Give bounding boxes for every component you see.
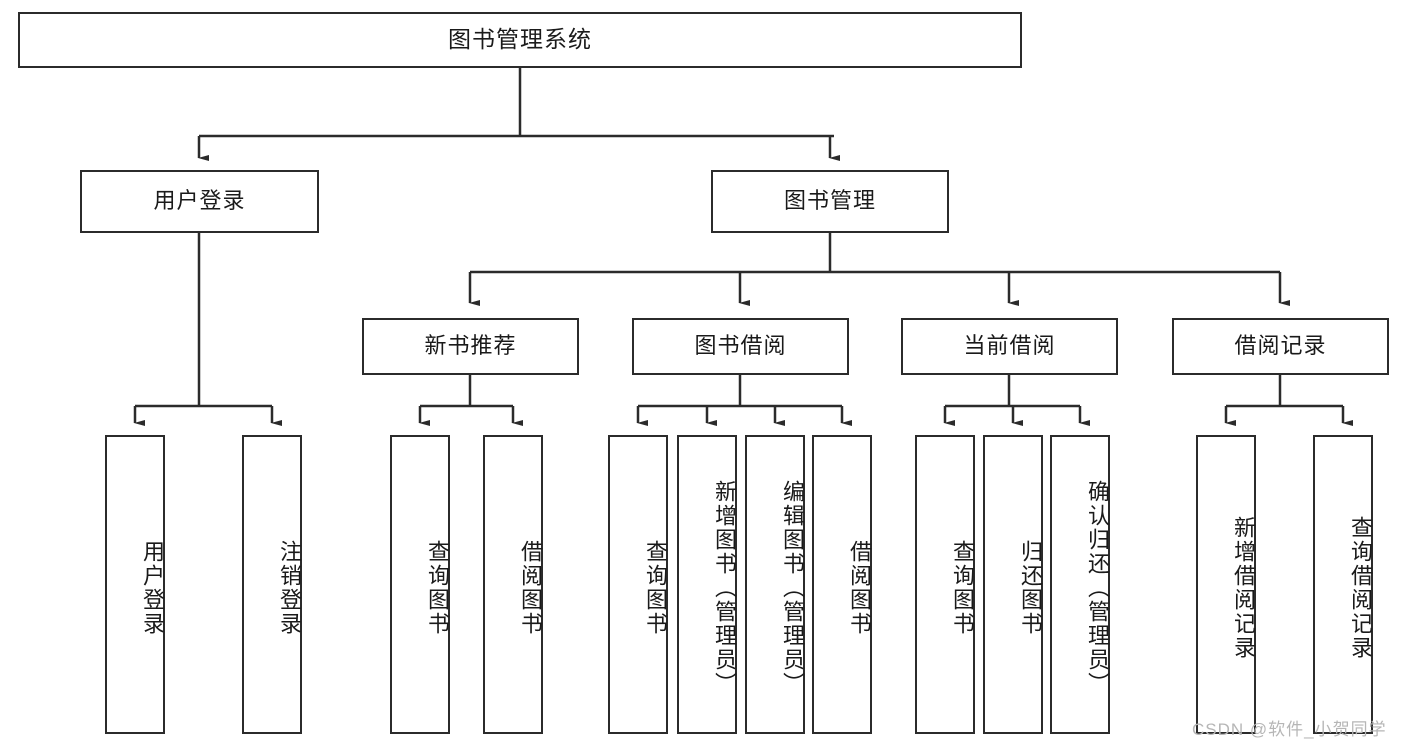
node-book-borrow[interactable]: 图书借阅: [632, 318, 849, 375]
node-current-borrow[interactable]: 当前借阅: [901, 318, 1118, 375]
leaf-return-book[interactable]: 归还图书: [983, 435, 1043, 734]
leaf-query-borrow-record[interactable]: 查询借阅记录: [1313, 435, 1373, 734]
leaf-label: 归还图书: [1018, 539, 1043, 636]
leaf-query-book-recommend[interactable]: 查询图书: [390, 435, 450, 734]
leaf-label: 借阅图书: [518, 539, 543, 636]
leaf-label: 查询图书: [643, 539, 668, 636]
node-label: 图书借阅: [694, 333, 787, 359]
leaf-borrow-book[interactable]: 借阅图书: [812, 435, 872, 734]
node-label: 新书推荐: [424, 333, 517, 359]
leaf-label: 查询借阅记录: [1348, 515, 1373, 660]
leaf-add-borrow-record[interactable]: 新增借阅记录: [1196, 435, 1256, 734]
leaf-label: 借阅图书: [847, 539, 872, 636]
node-label: 当前借阅: [963, 333, 1056, 359]
leaf-label: 查询图书: [425, 539, 450, 636]
leaf-query-book-borrow[interactable]: 查询图书: [608, 435, 668, 734]
leaf-label: 确认归还（管理员）: [1085, 479, 1110, 696]
leaf-label: 新增借阅记录: [1231, 515, 1256, 660]
leaf-label: 查询图书: [950, 539, 975, 636]
leaf-edit-book-admin[interactable]: 编辑图书（管理员）: [745, 435, 805, 734]
node-book-management[interactable]: 图书管理: [711, 170, 949, 233]
leaf-label: 编辑图书（管理员）: [780, 479, 805, 696]
node-label: 用户登录: [153, 188, 246, 214]
leaf-logout[interactable]: 注销登录: [242, 435, 302, 734]
node-borrow-record[interactable]: 借阅记录: [1172, 318, 1389, 375]
node-new-book-recommend[interactable]: 新书推荐: [362, 318, 579, 375]
leaf-query-book-current[interactable]: 查询图书: [915, 435, 975, 734]
node-label: 图书管理: [783, 188, 876, 214]
leaf-confirm-return-admin[interactable]: 确认归还（管理员）: [1050, 435, 1110, 734]
leaf-label: 新增图书（管理员）: [712, 479, 737, 696]
node-root-library-system[interactable]: 图书管理系统: [18, 12, 1022, 68]
leaf-add-book-admin[interactable]: 新增图书（管理员）: [677, 435, 737, 734]
node-user-login[interactable]: 用户登录: [80, 170, 319, 233]
leaf-label: 注销登录: [277, 539, 302, 636]
leaf-label: 用户登录: [140, 539, 165, 636]
node-label: 图书管理系统: [448, 26, 592, 53]
node-label: 借阅记录: [1234, 333, 1327, 359]
leaf-borrow-book-recommend[interactable]: 借阅图书: [483, 435, 543, 734]
leaf-user-login[interactable]: 用户登录: [105, 435, 165, 734]
